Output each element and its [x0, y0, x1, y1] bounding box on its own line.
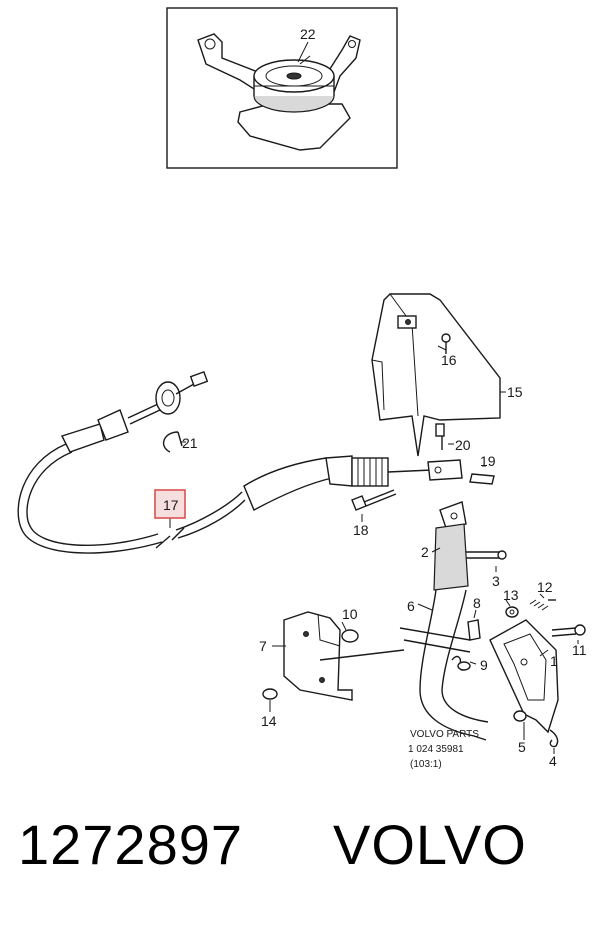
pedal-arm	[419, 501, 507, 741]
nut-10	[341, 629, 359, 643]
pivot-shaft	[319, 649, 405, 661]
bracket-7	[283, 611, 353, 701]
callout-20: 20	[455, 437, 471, 453]
clutch-cable	[17, 371, 495, 554]
spring-bracket-8	[467, 619, 481, 641]
callout-8: 8	[473, 595, 481, 611]
bolt-16	[441, 333, 451, 354]
callout-18: 18	[353, 522, 369, 538]
reference-line-2: 1 024 35981	[408, 744, 464, 755]
clip-4	[549, 729, 559, 748]
callout-12: 12	[537, 579, 553, 595]
callout-16: 16	[441, 352, 457, 368]
part-number: 1272897	[18, 813, 244, 876]
callout-14: 14	[261, 713, 277, 729]
callout-7: 7	[259, 638, 267, 654]
callout-11: 11	[572, 642, 587, 658]
parts-diagram: 22 16 15 21 20 19 17 18 2 3 13 12 6 8 10…	[17, 7, 587, 770]
brand-name: VOLVO	[333, 813, 527, 876]
callout-13: 13	[503, 587, 519, 603]
callout-6: 6	[407, 598, 415, 614]
callout-2: 2	[421, 544, 429, 560]
callout-22: 22	[300, 26, 316, 42]
spring-9	[451, 655, 471, 671]
callout-10: 10	[342, 606, 358, 622]
reference-line-3: (103:1)	[410, 759, 442, 770]
bolt-11	[551, 624, 586, 637]
callout-3: 3	[492, 573, 500, 589]
callout-21: 21	[182, 435, 198, 451]
bracket-15	[371, 293, 501, 457]
reference-line-1: VOLVO PARTS	[410, 729, 479, 740]
bushing-5	[513, 710, 527, 722]
callout-19: 19	[480, 453, 496, 469]
callout-17: 17	[163, 497, 179, 513]
cable-cut-mark	[155, 527, 185, 549]
leader-lines	[169, 41, 579, 754]
washer-13	[505, 606, 519, 618]
callout-15: 15	[507, 384, 523, 400]
callout-5: 5	[518, 739, 526, 755]
clip-21	[162, 431, 183, 453]
spring-12	[529, 599, 556, 611]
callout-1: 1	[550, 653, 558, 669]
nut-14	[262, 688, 278, 700]
inset-box	[166, 7, 398, 169]
callout-17-highlight: 17	[154, 489, 186, 519]
callout-9: 9	[480, 657, 488, 673]
callout-4: 4	[549, 753, 557, 769]
bolt-18	[351, 489, 397, 511]
